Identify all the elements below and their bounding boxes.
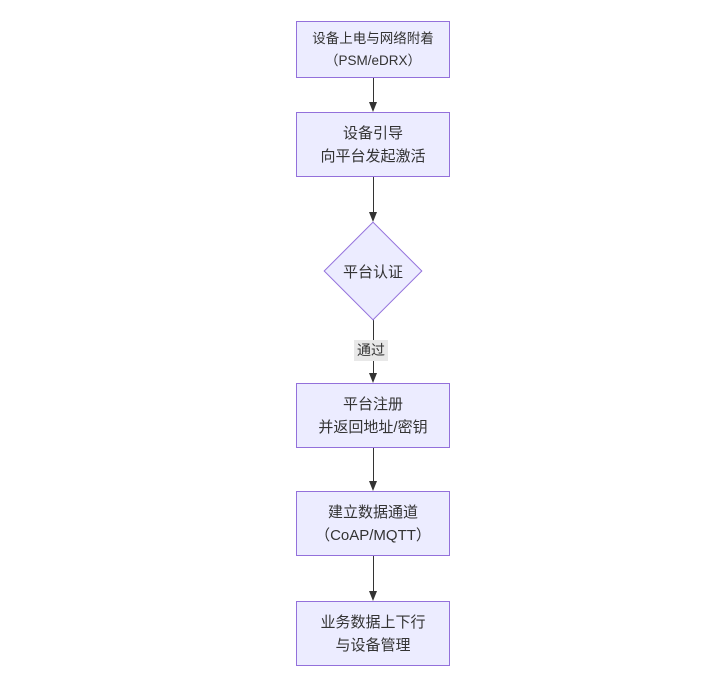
node-label-line: 并返回地址/密钥 [318,418,428,436]
node-business: 业务数据上下行 与设备管理 [296,601,450,666]
arrowhead-down-icon [369,591,377,601]
arrow-shaft [372,556,374,591]
edge-label-pass: 通过 [354,340,388,361]
node-power-attach: 设备上电与网络附着 （PSM/eDRX） [296,21,450,78]
node-label-line: 设备引导 [342,124,403,142]
arrow-shaft [372,177,374,212]
node-platform-auth: 平台认证 [323,221,423,321]
arrow-shaft [372,448,374,481]
edge-channel-to-business [367,556,379,601]
node-label-line: 业务数据上下行 [320,613,426,631]
arrow-shaft [372,78,374,102]
node-label-line: 平台认证 [342,263,403,281]
node-label-line: （CoAP/MQTT） [315,526,431,544]
node-label-line: 平台注册 [342,395,403,413]
edge-bootstrap-to-auth [367,177,379,222]
arrowhead-down-icon [369,481,377,491]
node-bootstrap: 设备引导 向平台发起激活 [296,112,450,177]
arrowhead-down-icon [369,102,377,112]
node-label-line: 建立数据通道 [327,503,418,521]
arrowhead-down-icon [369,212,377,222]
edge-power-to-bootstrap [367,78,379,112]
node-label-line: 设备上电与网络附着 [312,30,434,46]
edge-register-to-channel [367,448,379,491]
node-data-channel: 建立数据通道 （CoAP/MQTT） [296,491,450,556]
node-label-line: 向平台发起激活 [320,147,426,165]
node-label-line: （PSM/eDRX） [324,52,422,68]
node-label-line: 与设备管理 [335,636,411,654]
node-register: 平台注册 并返回地址/密钥 [296,383,450,448]
arrowhead-down-icon [369,373,377,383]
